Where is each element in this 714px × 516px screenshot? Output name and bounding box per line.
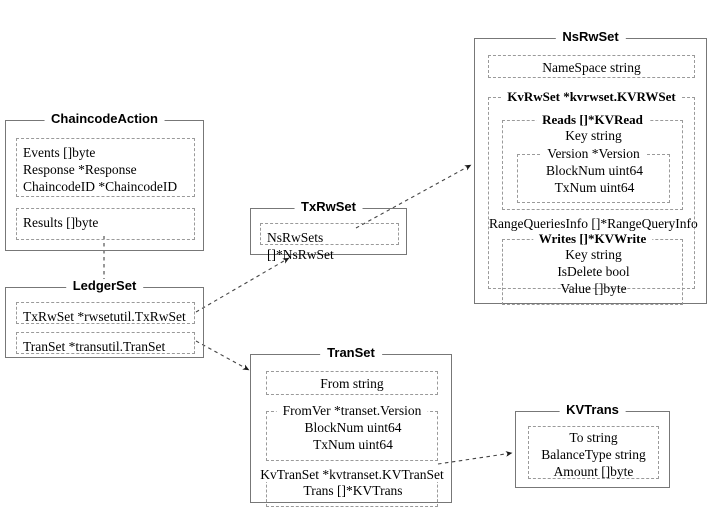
struct-title-ledger-set: LedgerSet [65,279,144,293]
field-ledgerset-transet[interactable]: TranSet *transutil.TranSet [16,332,195,354]
field-ledgerset-txrwset[interactable]: TxRwSet *rwsetutil.TxRwSet [16,302,195,324]
field-label-fromver: FromVer *transet.Version [276,403,428,418]
field-line: BlockNum uint64 [304,420,402,435]
field-transet-kvtranset[interactable]: KvTranSet *kvtranset.KVTranSet Trans []*… [254,467,450,507]
field-label-kvtranset: KvTranSet *kvtranset.KVTranSet [254,467,450,482]
field-chaincodeaction-results[interactable]: Results []byte [16,208,195,240]
field-line: ChaincodeID *ChaincodeID [23,179,178,194]
struct-kv-trans[interactable]: KVTrans To string BalanceType string Amo… [515,403,670,488]
struct-chaincode-action[interactable]: ChaincodeAction Events []byte Response *… [5,112,204,251]
struct-tx-rw-set[interactable]: TxRwSet NsRwSets []*NsRwSet [250,200,407,262]
field-kvrwset-writes[interactable]: Writes []*KVWrite Key string IsDelete bo… [502,231,683,305]
struct-title-kv-trans: KVTrans [559,403,626,417]
struct-tran-set[interactable]: TranSet From string FromVer *transet.Ver… [250,346,452,507]
field-line: Response *Response [23,162,137,177]
struct-ns-rw-set[interactable]: NsRwSet NameSpace string KvRwSet *kvrwse… [474,30,707,305]
struct-title-ns-rw-set: NsRwSet [555,30,626,44]
field-label-version: Version *Version [541,146,646,161]
struct-title-tran-set: TranSet [320,346,382,360]
field-label-reads: Reads []*KVRead [536,112,649,127]
field-label-kvrwset: KvRwSet *kvrwset.KVRWSet [501,89,682,104]
field-line: Key string [565,247,622,262]
field-line: NsRwSets []*NsRwSet [267,230,334,262]
struct-title-chaincode-action: ChaincodeAction [44,112,165,126]
struct-title-tx-rw-set: TxRwSet [294,200,363,214]
field-kvtrans-body[interactable]: To string BalanceType string Amount []by… [528,426,659,479]
field-line: TxNum uint64 [554,180,635,195]
field-nsrwset-namespace[interactable]: NameSpace string [488,55,695,78]
field-line: Events []byte [23,145,96,160]
field-line: Trans []*KVTrans [303,483,403,498]
field-line: NameSpace string [542,60,641,75]
field-label-writes: Writes []*KVWrite [532,231,653,246]
field-line: From string [320,376,384,391]
field-reads-version[interactable]: Version *Version BlockNum uint64 TxNum u… [517,146,670,203]
field-kvrwset-rangequeriesinfo: RangeQueriesInfo []*RangeQueryInfo [489,216,698,231]
struct-ledger-set[interactable]: LedgerSet TxRwSet *rwsetutil.TxRwSet Tra… [5,279,204,358]
field-line: BlockNum uint64 [545,163,644,178]
field-kvrwset-reads[interactable]: Reads []*KVRead Key string Version *Vers… [502,112,683,210]
field-chaincodeaction-main[interactable]: Events []byte Response *Response Chainco… [16,138,195,197]
field-txrwset-nsrwsets[interactable]: NsRwSets []*NsRwSet [260,223,399,262]
field-line: Amount []byte [553,464,634,479]
field-line: TranSet *transutil.TranSet [23,339,166,354]
link-ledgerset-to-txrwset [195,257,290,313]
field-transet-from[interactable]: From string [266,371,438,395]
field-line: Value []byte [560,281,627,296]
field-line: To string [569,430,618,445]
field-line: Results []byte [23,215,99,230]
field-line: TxRwSet *rwsetutil.TxRwSet [23,309,186,324]
field-line: TxNum uint64 [313,437,393,452]
field-line: IsDelete bool [557,264,630,279]
field-nsrwset-kvrwset[interactable]: KvRwSet *kvrwset.KVRWSet Reads []*KVRead… [488,89,698,305]
field-transet-fromver[interactable]: FromVer *transet.Version BlockNum uint64… [266,403,438,461]
field-line: BalanceType string [541,447,646,462]
field-line-reads-key: Key string [565,128,622,143]
